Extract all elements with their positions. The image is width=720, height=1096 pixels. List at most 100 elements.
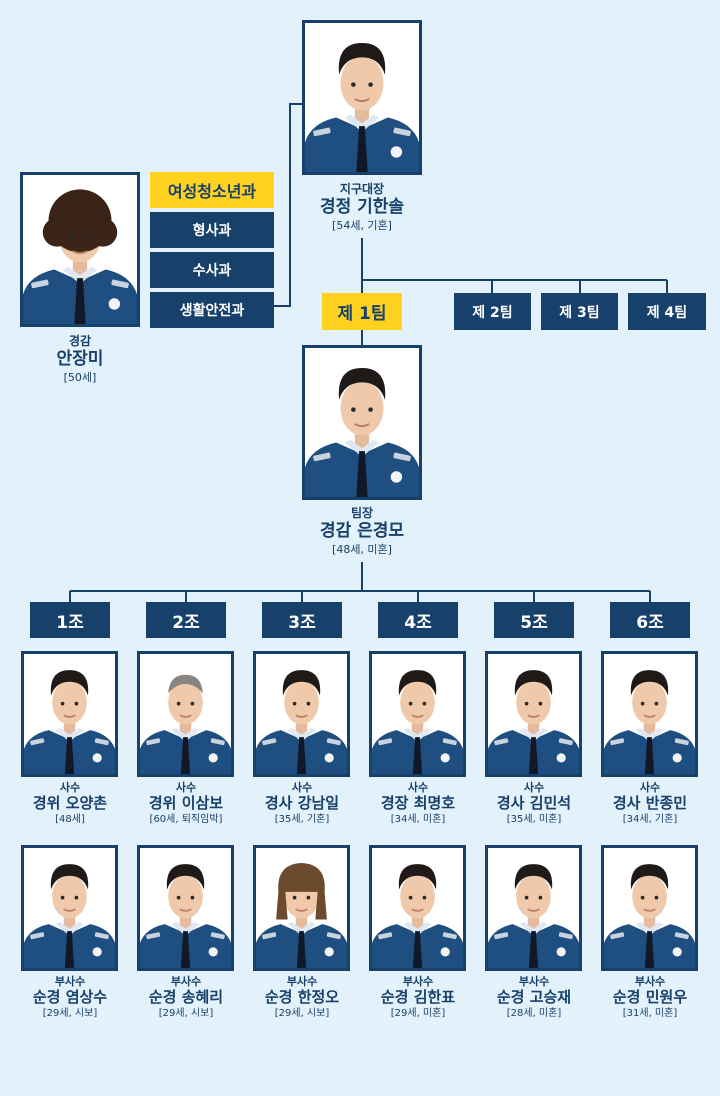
group-6-senior-detail: [34세, 기혼] (622, 814, 678, 825)
group-3-junior-name: 순경 한정오 (264, 988, 340, 1006)
group-6-label: 6조 (610, 602, 690, 638)
group-5-label: 5조 (494, 602, 574, 638)
officer-portrait (305, 348, 419, 497)
group-3-senior-role: 사수 (291, 781, 313, 794)
group-2-junior-caption: 부사수 순경 송혜리 [29세, 시보] (119, 975, 253, 1021)
officer-portrait (23, 175, 137, 324)
group-5-senior-caption: 사수 경사 김민석 [35세, 미혼] (467, 781, 601, 827)
chief-name: 경정 기한솔 (319, 197, 405, 217)
group-1-senior-photo (21, 651, 118, 777)
group-4-label: 4조 (378, 602, 458, 638)
group-3-junior-photo (253, 845, 350, 971)
group-6-junior-caption: 부사수 순경 민원우 [31세, 미혼] (583, 975, 717, 1021)
group-5-senior-detail: [35세, 미혼] (506, 814, 562, 825)
side-officer-name: 안장미 (56, 349, 104, 369)
group-3-senior-detail: [35세, 기혼] (274, 814, 330, 825)
group-2-junior-photo (137, 845, 234, 971)
group-1-label: 1조 (30, 602, 110, 638)
department-criminal: 형사과 (150, 212, 274, 248)
officer-portrait (256, 654, 347, 774)
chief-caption: 지구대장 경정 기한솔 [54세, 기혼] (282, 182, 442, 233)
group-5-junior-photo (485, 845, 582, 971)
officer-portrait (24, 848, 115, 968)
group-1-senior-detail: [48세] (55, 814, 85, 825)
group-6-senior-photo (601, 651, 698, 777)
department-investigation: 수사과 (150, 252, 274, 288)
group-2-junior-role: 부사수 (170, 975, 202, 988)
department-youth: 여성청소년과 (150, 172, 274, 208)
group-1-junior-detail: [29세, 시보] (42, 1008, 98, 1019)
group-5-senior-name: 경사 김민석 (496, 794, 572, 812)
group-1-senior-caption: 사수 경위 오양촌 [48세] (3, 781, 137, 827)
side-officer-role: 경감 (68, 334, 92, 348)
team-1: 제 1팀 (322, 293, 402, 330)
group-4-senior-caption: 사수 경장 최명호 [34세, 미혼] (351, 781, 485, 827)
group-1-junior-photo (21, 845, 118, 971)
team-4: 제 4팀 (628, 293, 706, 330)
team-leader-photo (302, 345, 422, 500)
officer-portrait (372, 848, 463, 968)
group-1-junior-name: 순경 염상수 (32, 988, 108, 1006)
officer-portrait (140, 848, 231, 968)
group-6-senior-name: 경사 반종민 (612, 794, 688, 812)
chief-detail: [54세, 기혼] (332, 219, 392, 232)
group-3-senior-photo (253, 651, 350, 777)
officer-portrait (24, 654, 115, 774)
group-2-label: 2조 (146, 602, 226, 638)
group-4-senior-detail: [34세, 미혼] (390, 814, 446, 825)
group-1-junior-role: 부사수 (54, 975, 86, 988)
group-3-junior-detail: [29세, 시보] (274, 1008, 330, 1019)
side-officer-caption: 경감 안장미 [50세] (0, 334, 160, 385)
group-2-senior-role: 사수 (175, 781, 197, 794)
group-5-senior-role: 사수 (523, 781, 545, 794)
group-4-junior-role: 부사수 (402, 975, 434, 988)
group-3-label: 3조 (262, 602, 342, 638)
side-officer-detail: [50세] (63, 371, 97, 384)
officer-portrait (488, 848, 579, 968)
officer-portrait (604, 654, 695, 774)
team-leader-detail: [48세, 미혼] (332, 543, 392, 556)
department-safety: 생활안전과 (150, 292, 274, 328)
team-leader-name: 경감 은경모 (319, 521, 405, 541)
group-6-junior-role: 부사수 (634, 975, 666, 988)
chief-photo (302, 20, 422, 175)
team-2: 제 2팀 (454, 293, 531, 330)
group-4-senior-role: 사수 (407, 781, 429, 794)
group-4-junior-name: 순경 김한표 (380, 988, 456, 1006)
group-5-junior-name: 순경 고승재 (496, 988, 572, 1006)
group-1-junior-caption: 부사수 순경 염상수 [29세, 시보] (3, 975, 137, 1021)
group-6-junior-detail: [31세, 미혼] (622, 1008, 678, 1019)
group-3-junior-role: 부사수 (286, 975, 318, 988)
group-4-junior-detail: [29세, 미혼] (390, 1008, 446, 1019)
group-2-junior-detail: [29세, 시보] (158, 1008, 214, 1019)
group-3-senior-name: 경사 강남일 (264, 794, 340, 812)
group-6-junior-photo (601, 845, 698, 971)
group-2-senior-caption: 사수 경위 이삼보 [60세, 퇴직임박] (119, 781, 253, 827)
side-officer-photo (20, 172, 140, 327)
group-4-junior-caption: 부사수 순경 김한표 [29세, 미혼] (351, 975, 485, 1021)
officer-portrait (604, 848, 695, 968)
group-2-junior-name: 순경 송혜리 (148, 988, 224, 1006)
group-5-junior-detail: [28세, 미혼] (506, 1008, 562, 1019)
officer-portrait (256, 848, 347, 968)
group-3-senior-caption: 사수 경사 강남일 [35세, 기혼] (235, 781, 369, 827)
group-4-senior-photo (369, 651, 466, 777)
group-6-senior-caption: 사수 경사 반종민 [34세, 기혼] (583, 781, 717, 827)
group-3-junior-caption: 부사수 순경 한정오 [29세, 시보] (235, 975, 369, 1021)
team-leader-role: 팀장 (350, 506, 374, 520)
officer-portrait (140, 654, 231, 774)
team-3: 제 3팀 (541, 293, 618, 330)
group-2-senior-photo (137, 651, 234, 777)
officer-portrait (488, 654, 579, 774)
group-4-senior-name: 경장 최명호 (380, 794, 456, 812)
group-4-junior-photo (369, 845, 466, 971)
chief-role: 지구대장 (339, 182, 385, 196)
group-5-junior-role: 부사수 (518, 975, 550, 988)
team-leader-caption: 팀장 경감 은경모 [48세, 미혼] (282, 506, 442, 557)
group-5-senior-photo (485, 651, 582, 777)
group-1-senior-name: 경위 오양촌 (32, 794, 108, 812)
group-1-senior-role: 사수 (59, 781, 81, 794)
group-2-senior-detail: [60세, 퇴직임박] (149, 814, 223, 825)
